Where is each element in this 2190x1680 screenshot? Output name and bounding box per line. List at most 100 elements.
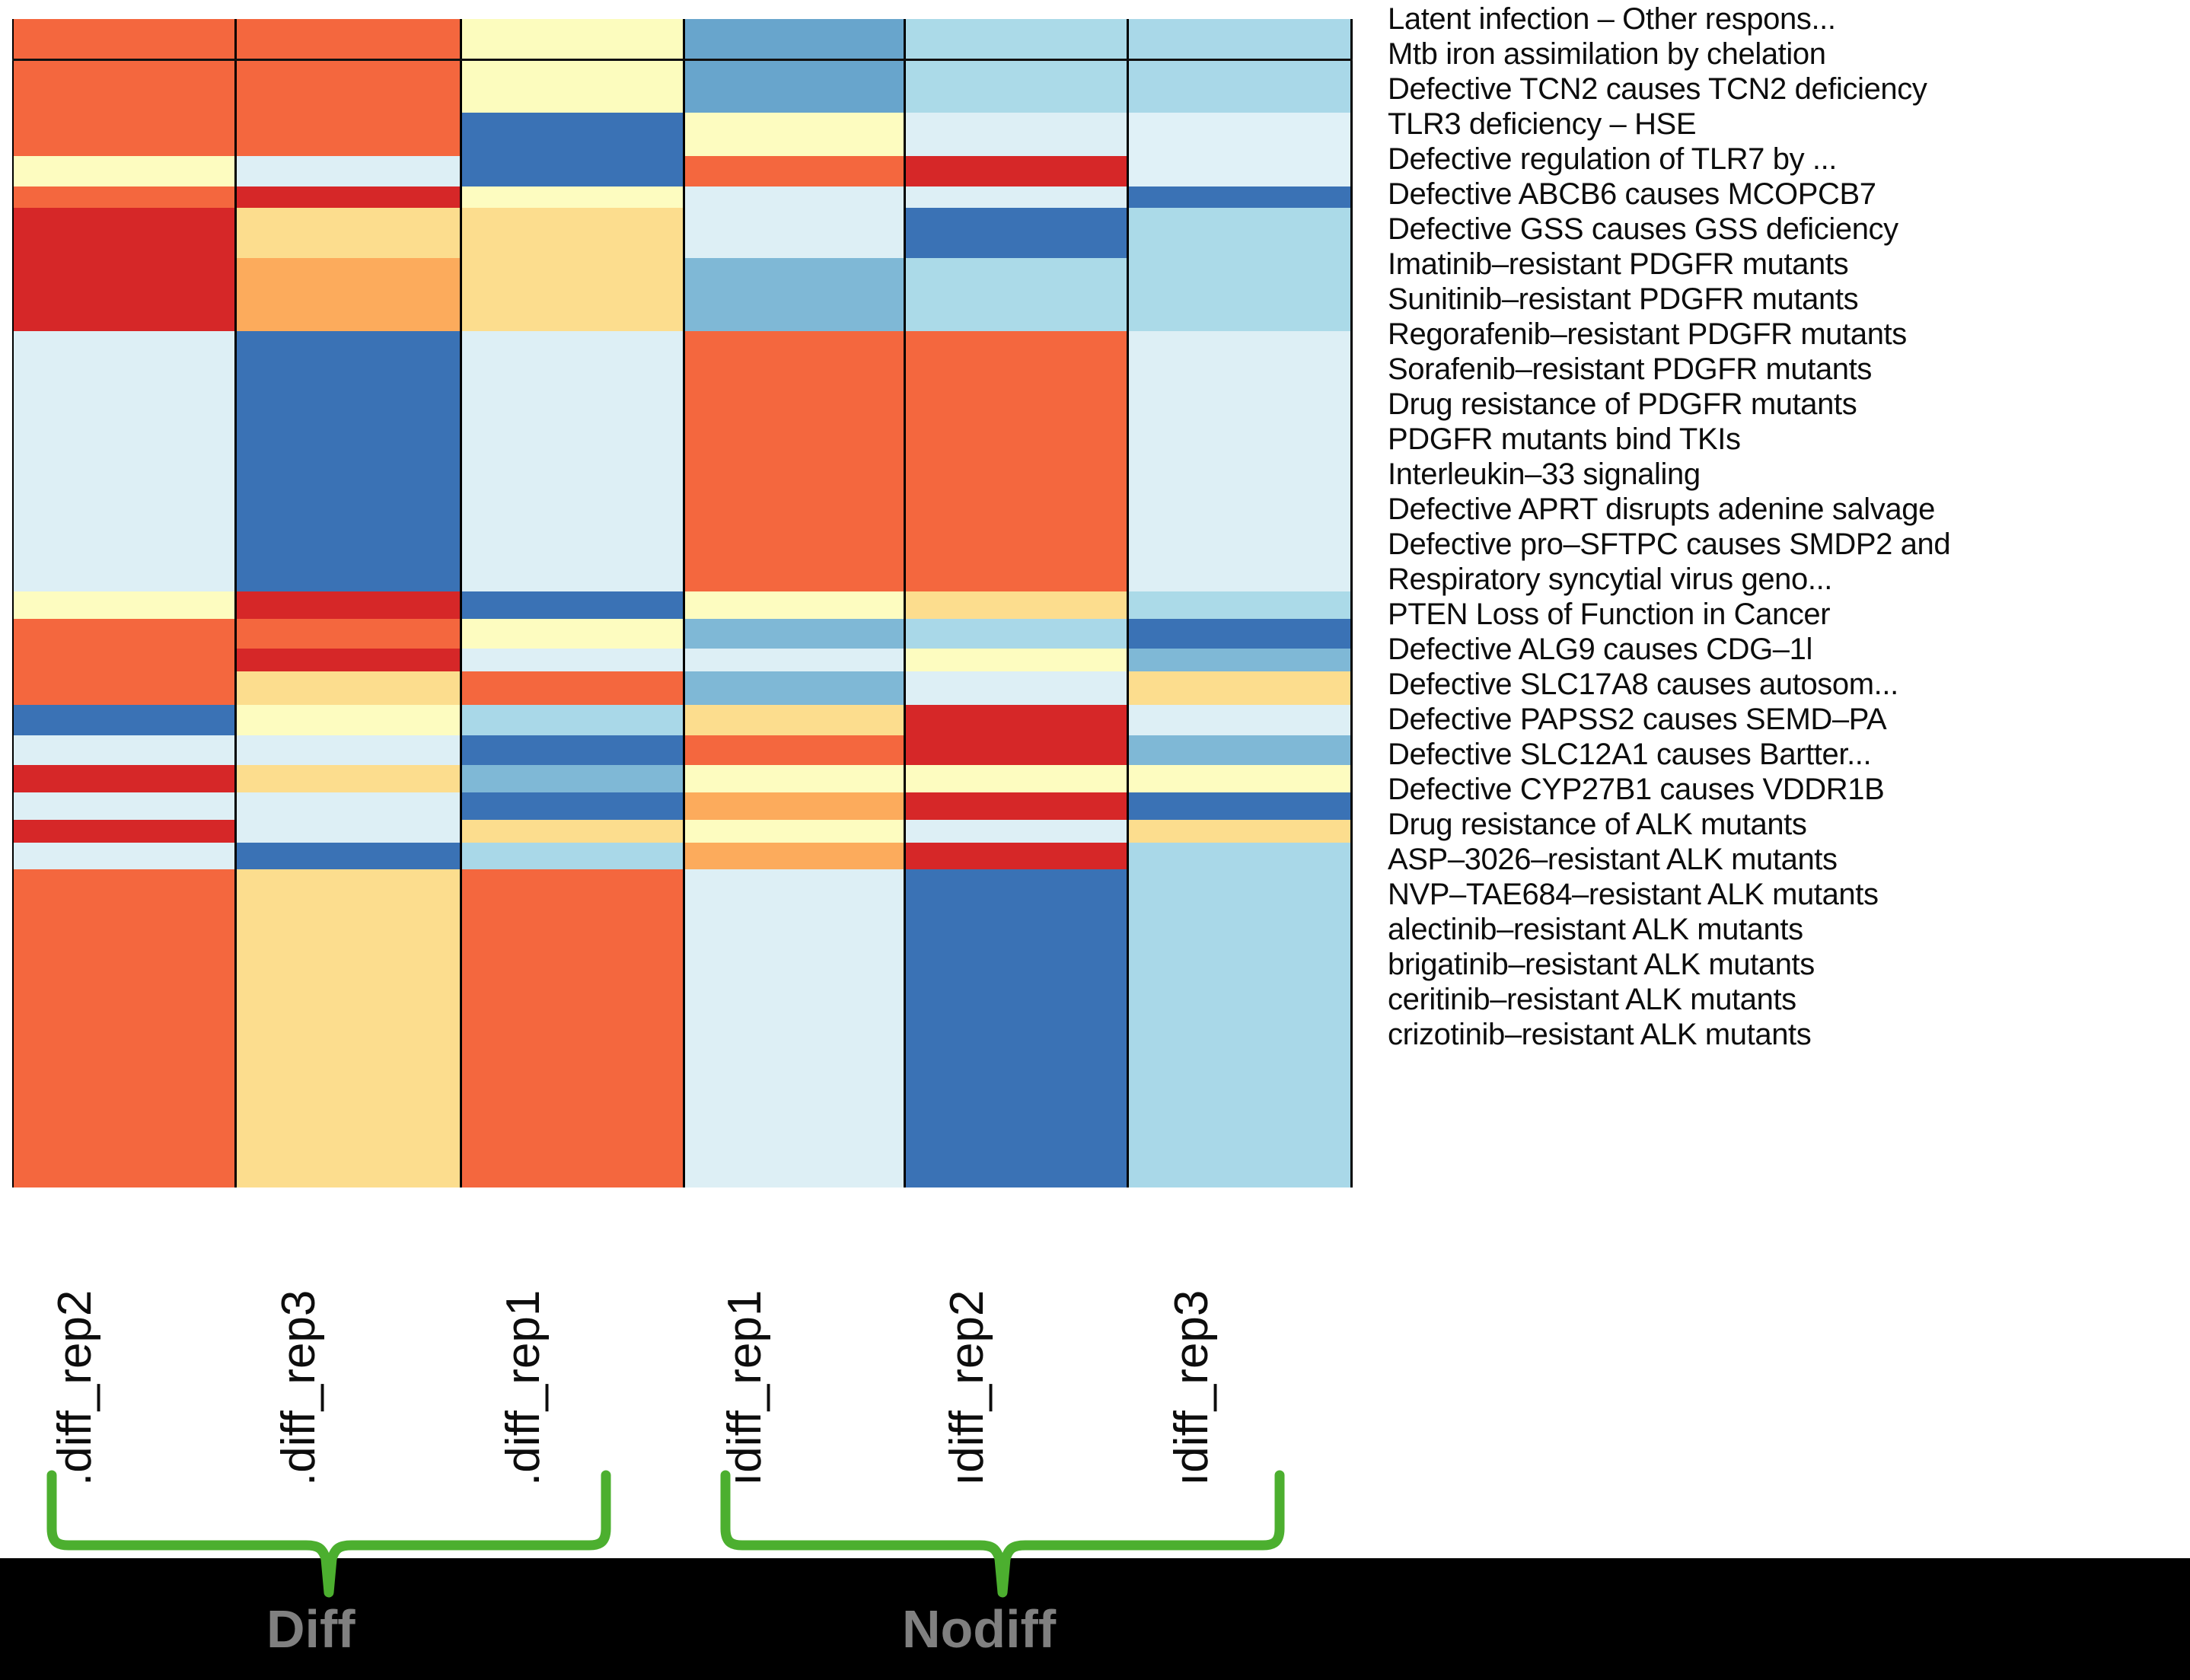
heatmap-cell (462, 705, 683, 735)
heatmap-cell (14, 186, 234, 208)
heatmap-cell (462, 186, 683, 208)
row-label: Defective ABCB6 causes MCOPCB7 (1388, 177, 1876, 211)
heatmap-cell (906, 1139, 1127, 1187)
heatmap-column (460, 19, 683, 1187)
heatmap-cell (462, 1139, 683, 1187)
row-label: Mtb iron assimilation by chelation (1388, 37, 1826, 71)
heatmap-cell (14, 619, 234, 649)
heatmap-cell (237, 705, 460, 735)
heatmap-cell (462, 792, 683, 821)
heatmap-cell (685, 548, 904, 592)
heatmap-cell (237, 1041, 460, 1091)
heatmap-cell (1129, 418, 1350, 462)
heatmap-cell (906, 869, 1127, 897)
heatmap-cell (1129, 19, 1350, 62)
heatmap-cell (237, 62, 460, 113)
heatmap-cell (1129, 945, 1350, 994)
heatmap-cell (237, 19, 460, 62)
heatmap-cell (685, 1139, 904, 1187)
heatmap-cell (1129, 735, 1350, 766)
heatmap-cell (237, 375, 460, 419)
row-label: PTEN Loss of Function in Cancer (1388, 598, 1831, 631)
heatmap-cell (237, 842, 460, 870)
heatmap-cell (906, 792, 1127, 821)
heatmap-cell (685, 842, 904, 870)
column-label-slot: .diff_rep2 (12, 1195, 234, 1486)
heatmap-cell (1129, 619, 1350, 649)
heatmap-cell (462, 505, 683, 549)
heatmap-cell (906, 993, 1127, 1042)
column-label-slot: ıdiff_rep2 (904, 1195, 1127, 1486)
heatmap-cell (685, 112, 904, 156)
heatmap-cell (462, 820, 683, 843)
column-label: ıdiff_rep2 (940, 1289, 993, 1486)
heatmap-cell (685, 331, 904, 375)
heatmap-cell (1129, 869, 1350, 897)
heatmap-cell (14, 648, 234, 672)
heatmap-cell (906, 207, 1127, 258)
heatmap-cell (14, 505, 234, 549)
heatmap-cell (685, 705, 904, 735)
heatmap-cell (462, 19, 683, 62)
heatmap-cell (906, 1041, 1127, 1091)
heatmap-cell (685, 186, 904, 208)
heatmap-cell (462, 257, 683, 332)
heatmap-cell (1129, 331, 1350, 375)
heatmap-cell (462, 375, 683, 419)
heatmap-cell (14, 897, 234, 945)
row-label: Sunitinib–resistant PDGFR mutants (1388, 282, 1859, 316)
heatmap-cell (685, 375, 904, 419)
column-label: .diff_rep2 (49, 1289, 101, 1486)
heatmap-cell (685, 505, 904, 549)
column-label: ıdiff_rep3 (1165, 1289, 1218, 1486)
heatmap-cell (685, 869, 904, 897)
heatmap-cell (906, 619, 1127, 649)
heatmap-cell (1129, 62, 1350, 113)
heatmap-cell (1129, 591, 1350, 620)
heatmap-cell (462, 671, 683, 706)
heatmap-cell (237, 418, 460, 462)
heatmap-column (904, 19, 1127, 1187)
heatmap-cell (14, 257, 234, 332)
heatmap-cell (462, 619, 683, 649)
heatmap-cell (462, 869, 683, 897)
heatmap-cell (1129, 155, 1350, 187)
heatmap-cell (685, 993, 904, 1042)
heatmap-cell (14, 1041, 234, 1091)
heatmap-grid (12, 19, 1353, 1187)
heatmap-cell (14, 792, 234, 821)
heatmap-column (683, 19, 904, 1187)
heatmap-cell (1129, 671, 1350, 706)
heatmap-cell (237, 619, 460, 649)
row-label: NVP–TAE684–resistant ALK mutants (1388, 878, 1879, 911)
heatmap-cell (237, 186, 460, 208)
heatmap-cell (237, 461, 460, 505)
row-label: ceritinib–resistant ALK mutants (1388, 983, 1796, 1016)
heatmap-cell (14, 591, 234, 620)
heatmap-cell (906, 505, 1127, 549)
heatmap-cell (906, 648, 1127, 672)
row-label: crizotinib–resistant ALK mutants (1388, 1018, 1812, 1051)
heatmap-cell (14, 705, 234, 735)
heatmap-cell (906, 155, 1127, 187)
heatmap-cell (14, 375, 234, 419)
group-caption-diff: Diff (266, 1599, 355, 1659)
heatmap-cell (462, 112, 683, 156)
heatmap-cell (906, 62, 1127, 113)
row-label: Defective CYP27B1 causes VDDR1B (1388, 773, 1885, 806)
row-label: Sorafenib–resistant PDGFR mutants (1388, 352, 1872, 386)
heatmap-cell (237, 671, 460, 706)
heatmap-cell (1129, 792, 1350, 821)
heatmap-column (234, 19, 460, 1187)
heatmap-cell (906, 591, 1127, 620)
heatmap-cell (1129, 186, 1350, 208)
heatmap-cell (14, 62, 234, 113)
heatmap-cell (237, 331, 460, 375)
heatmap-cell (685, 418, 904, 462)
heatmap-cell (462, 945, 683, 994)
heatmap-cell (906, 1090, 1127, 1140)
heatmap-cell (237, 792, 460, 821)
heatmap-cell (685, 945, 904, 994)
row-label: Regorafenib–resistant PDGFR mutants (1388, 317, 1907, 351)
